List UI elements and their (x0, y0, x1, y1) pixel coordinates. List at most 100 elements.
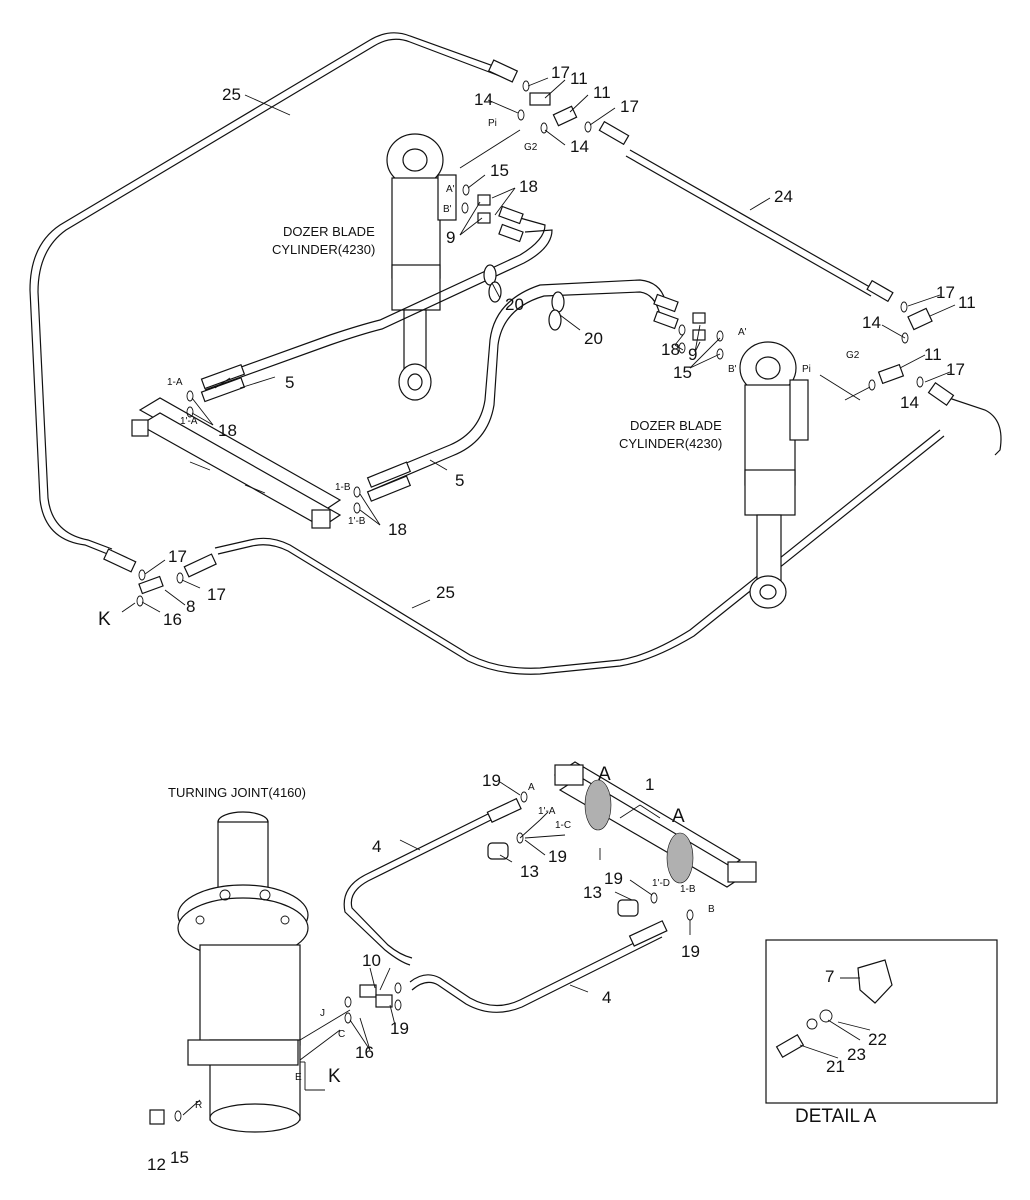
turning-joint (177, 811, 309, 1133)
callout-13: 13 (583, 883, 602, 902)
hose-4 (343, 797, 668, 1013)
callout-22: 22 (868, 1030, 887, 1049)
callout-19: 19 (548, 847, 567, 866)
callout-17: 17 (168, 547, 187, 566)
cylinder-caption-right: CYLINDER(4230) (619, 436, 722, 451)
callout-15: 15 (673, 363, 692, 382)
detail-a-box (765, 939, 998, 1104)
callout-14: 14 (862, 313, 881, 332)
callout-25-bottom: 25 (436, 583, 455, 602)
dozer-blade-caption-left: DOZER BLADE (283, 224, 375, 239)
callout-18: 18 (519, 177, 538, 196)
callout-17: 17 (946, 360, 965, 379)
callout-5: 5 (455, 471, 464, 490)
callout-25-top: 25 (222, 85, 241, 104)
control-valve-upper (131, 397, 342, 529)
clamps-20 (483, 264, 565, 331)
port-1-prime-b: 1'-B (348, 516, 366, 527)
callout-21: 21 (826, 1057, 845, 1076)
detail-marker-a: A (672, 806, 685, 827)
callout-24: 24 (774, 187, 793, 206)
o-rings-lower (174, 791, 694, 1122)
callout-14: 14 (570, 137, 589, 156)
callout-11: 11 (570, 69, 588, 88)
cylinder-caption-left: CYLINDER(4230) (272, 242, 375, 257)
callout-18: 18 (661, 340, 680, 359)
port-pi: Pi (802, 364, 811, 375)
port-a-prime: A' (446, 184, 455, 195)
callout-15: 15 (170, 1148, 189, 1167)
callout-5: 5 (285, 373, 294, 392)
callout-7: 7 (825, 967, 834, 986)
hose-5-lower (366, 279, 666, 502)
fittings-lower (149, 842, 893, 1125)
port-lines-lower (182, 781, 871, 1116)
port-1-c: 1-C (555, 820, 571, 831)
callout-23: 23 (847, 1045, 866, 1064)
port-j: J (320, 1008, 325, 1019)
dozer-cylinder-left (386, 133, 457, 401)
port-g2: G2 (846, 350, 860, 361)
turning-joint-caption: TURNING JOINT(4160) (168, 785, 306, 800)
callout-16: 16 (355, 1043, 374, 1062)
callout-20: 20 (505, 295, 524, 314)
port-a: A (528, 782, 535, 793)
port-1-prime-a: 1'-A (538, 806, 556, 817)
callout-11: 11 (924, 345, 942, 364)
callout-13: 13 (520, 862, 539, 881)
callout-9: 9 (688, 345, 697, 364)
callout-19: 19 (681, 942, 700, 961)
callout-17: 17 (551, 63, 570, 82)
callout-14: 14 (474, 90, 493, 109)
callout-17: 17 (936, 283, 955, 302)
port-a-prime: A' (738, 327, 747, 338)
port-labels: Pi G2 A' B' A' B' G2 Pi 1-A 1'-A 1-B 1'-… (167, 118, 860, 1111)
port-pi: Pi (488, 118, 497, 129)
letter-k: K (98, 609, 111, 630)
port-c: C (338, 1029, 345, 1040)
port-b-prime: B' (728, 364, 737, 375)
port-b: B (708, 904, 715, 915)
port-1-b: 1-B (335, 482, 351, 493)
callout-19: 19 (390, 1019, 409, 1038)
fittings-upper (103, 59, 955, 595)
captions: K K A A DOZER BLADE CYLINDER(4230) DOZER… (98, 224, 877, 1127)
port-r: R (195, 1100, 202, 1111)
port-e: E (295, 1072, 302, 1083)
hose-5-upper (200, 217, 553, 403)
dozer-cylinder-right (739, 341, 809, 609)
port-1-prime-d: 1'-D (652, 878, 670, 889)
callout-17: 17 (620, 97, 639, 116)
detail-a-caption: DETAIL A (795, 1106, 877, 1127)
callout-11: 11 (593, 83, 611, 102)
port-1-a: 1-A (167, 377, 183, 388)
callout-8: 8 (186, 597, 195, 616)
callout-19: 19 (482, 771, 501, 790)
callout-18: 18 (388, 520, 407, 539)
callout-19: 19 (604, 869, 623, 888)
callout-17: 17 (207, 585, 226, 604)
port-b-prime: B' (443, 204, 452, 215)
hose-25 (29, 32, 1002, 675)
callout-11: 11 (958, 293, 976, 312)
o-rings-upper (136, 80, 924, 607)
callout-labels: 25 17 11 14 11 17 14 15 18 9 24 20 20 17… (147, 63, 976, 1174)
hose-24 (598, 120, 894, 303)
callout-16: 16 (163, 610, 182, 629)
leaders-upper (121, 77, 956, 613)
callout-12: 12 (147, 1155, 166, 1174)
dozer-blade-caption-right: DOZER BLADE (630, 418, 722, 433)
callout-15: 15 (490, 161, 509, 180)
callout-20: 20 (584, 329, 603, 348)
port-g2: G2 (524, 142, 538, 153)
port-1-prime-a: 1'-A (180, 416, 198, 427)
letter-k: K (328, 1066, 341, 1087)
callout-1: 1 (645, 775, 654, 794)
callout-4: 4 (602, 988, 611, 1007)
callout-18: 18 (218, 421, 237, 440)
callout-10: 10 (362, 951, 381, 970)
callout-4: 4 (372, 837, 381, 856)
detail-marker-a: A (598, 764, 611, 785)
callout-14: 14 (900, 393, 919, 412)
